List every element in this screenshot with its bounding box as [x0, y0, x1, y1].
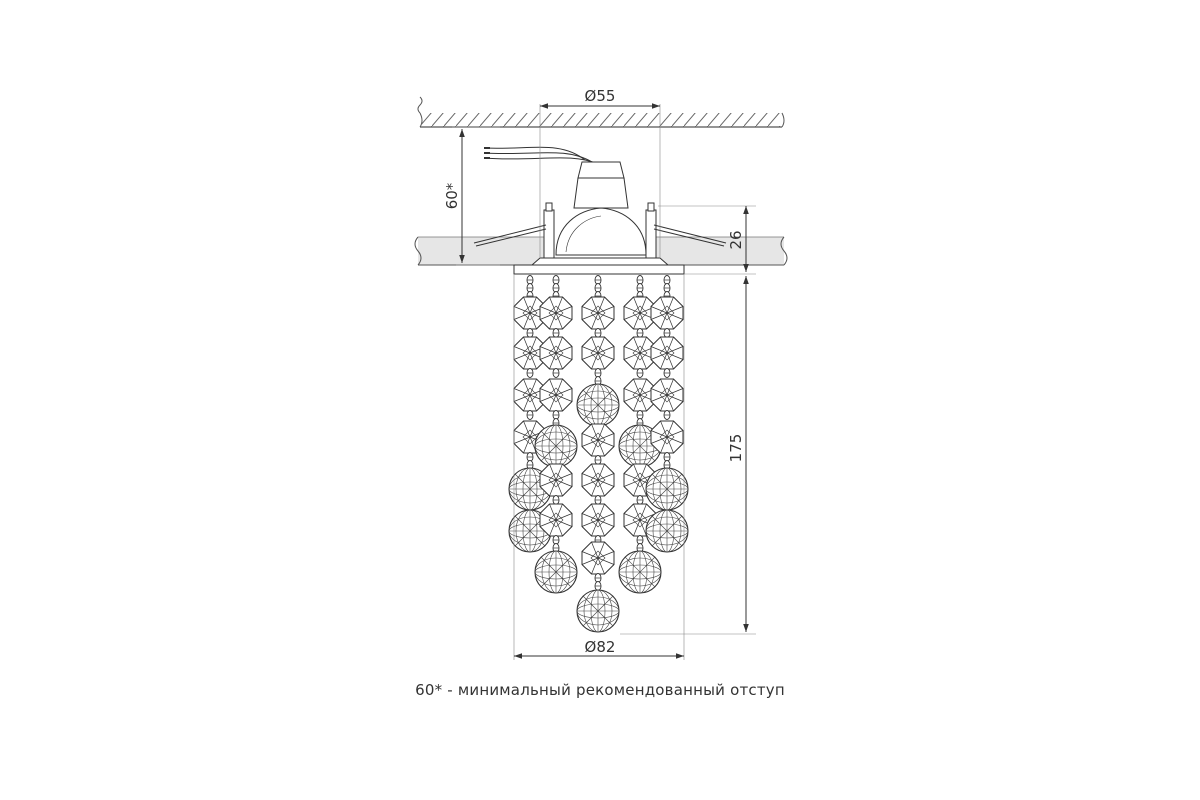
chain-link: [594, 455, 602, 465]
chain-link: [663, 368, 671, 378]
chain-link: [526, 328, 534, 338]
chain-link: [526, 368, 534, 378]
octagon-crystal: [539, 378, 573, 412]
octagon-crystal: [650, 336, 684, 370]
octagon-crystal: [581, 541, 615, 575]
octagon-crystal: [581, 423, 615, 457]
ball-crystal: [576, 383, 620, 427]
octagon-crystal: [581, 463, 615, 497]
octagon-crystal: [581, 503, 615, 537]
label-min-offset: 60*: [443, 182, 461, 209]
ball-crystal: [534, 424, 578, 468]
chain-link: [663, 328, 671, 338]
label-pendant-length: 175: [727, 434, 745, 463]
chain-link: [636, 368, 644, 378]
octagon-crystal: [539, 463, 573, 497]
extension-lines: [452, 104, 756, 660]
footnote: 60* - минимальный рекомендованный отступ: [415, 681, 785, 699]
octagon-crystal: [650, 420, 684, 454]
chain-link: [552, 368, 560, 378]
ball-crystal: [576, 589, 620, 633]
octagon-crystal: [539, 503, 573, 537]
octagon-crystal: [539, 336, 573, 370]
label-bottom-diameter: Ø82: [585, 638, 616, 656]
chain-link: [594, 328, 602, 338]
octagon-crystal: [539, 296, 573, 330]
fixture-body: [473, 146, 727, 275]
label-top-diameter: Ø55: [585, 87, 616, 105]
label-flange-depth: 26: [727, 230, 745, 249]
chain-link: [552, 328, 560, 338]
octagon-crystal: [650, 378, 684, 412]
chain-link: [552, 495, 560, 505]
chain-link: [663, 410, 671, 420]
octagon-crystal: [650, 296, 684, 330]
crystal-pendants: [508, 275, 689, 633]
dimension-lines: [459, 103, 749, 659]
chain-link: [636, 495, 644, 505]
chain-link: [526, 410, 534, 420]
ball-crystal: [645, 509, 689, 553]
chain-link: [594, 495, 602, 505]
ball-crystal: [645, 467, 689, 511]
ball-crystal: [534, 550, 578, 594]
chain-link: [594, 581, 602, 591]
octagon-crystal: [581, 296, 615, 330]
octagon-crystal: [581, 336, 615, 370]
chain-link: [636, 328, 644, 338]
ball-crystal: [618, 550, 662, 594]
